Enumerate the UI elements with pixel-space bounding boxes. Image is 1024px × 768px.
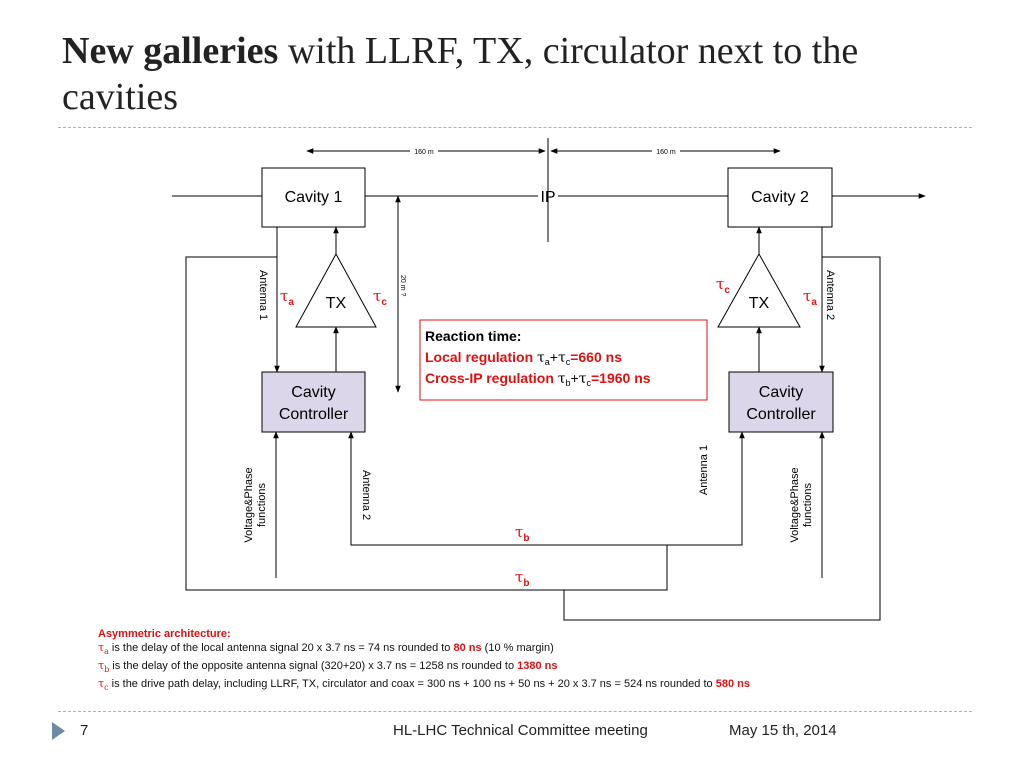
- slide-title: New galleries with LLRF, TX, circulator …: [62, 28, 982, 120]
- footer-date: May 15 th, 2014: [729, 722, 837, 739]
- ip-label: IP: [540, 189, 555, 206]
- controller-left-line2: Controller: [279, 406, 349, 423]
- tau-a-left: τa: [280, 287, 294, 308]
- architecture-notes: Asymmetric architecture: τa is the delay…: [98, 627, 918, 696]
- tau-c-right: τc: [716, 275, 730, 296]
- tau-c-left: τc: [373, 287, 387, 308]
- footer-meeting: HL-LHC Technical Committee meeting: [393, 722, 648, 739]
- gallery-diagram: 160 m 160 m IP Cavity 1 Cavity 2 20 m ? …: [172, 138, 926, 621]
- antenna1-cross-path-2: [185, 256, 667, 591]
- title-rest: with LLRF, TX, circulator next to the ca…: [62, 30, 859, 118]
- antenna1-left-label: Antenna 1: [257, 270, 269, 320]
- tau-b-lower: τb: [515, 568, 529, 589]
- antenna2-left-label: Antenna 2: [360, 470, 372, 520]
- tau-a-right: τa: [803, 287, 817, 308]
- controller-right-line1: Cavity: [759, 384, 803, 401]
- antenna2-cross-path: [350, 256, 881, 621]
- tau-b-upper: τb: [515, 523, 529, 544]
- footer-divider: [58, 711, 972, 712]
- notes-heading: Asymmetric architecture:: [98, 628, 231, 640]
- vp-left-line1: Voltage&Phase: [243, 467, 255, 542]
- antenna2-right-label: Antenna 2: [824, 270, 836, 320]
- vp-right-line2: functions: [802, 482, 814, 527]
- note-tau-b: τb is the delay of the opposite antenna …: [98, 659, 558, 675]
- tx-right-label: TX: [749, 295, 770, 312]
- note-tau-c: τc is the drive path delay, including LL…: [98, 677, 750, 693]
- page-number: 7: [80, 722, 89, 739]
- reaction-cross: Cross-IP regulation τb+τc=1960 ns: [425, 370, 651, 388]
- tx-left-label: TX: [326, 295, 347, 312]
- reaction-time-box: [419, 319, 708, 401]
- cavity-1-label: Cavity 1: [285, 189, 343, 206]
- note-tau-a: τa is the delay of the local antenna sig…: [98, 641, 554, 657]
- cavity-1-box: [261, 167, 366, 228]
- cavity-2-label: Cavity 2: [751, 189, 809, 206]
- title-bold: New galleries: [62, 30, 279, 72]
- dist-right-label: 160 m: [656, 149, 676, 156]
- controller-left-box: [261, 371, 366, 433]
- reaction-time-title: Reaction time:: [425, 328, 521, 344]
- controller-left-line1: Cavity: [291, 384, 335, 401]
- controller-right-line2: Controller: [746, 406, 816, 423]
- controller-right-box: [728, 371, 834, 433]
- vp-left-line2: functions: [256, 482, 268, 527]
- dist-left-label: 160 m: [414, 149, 434, 156]
- cavity-2-box: [727, 167, 833, 228]
- dist-vertical-label: 20 m ?: [399, 275, 406, 297]
- tx-right-triangle: [717, 252, 801, 328]
- vp-right-line1: Voltage&Phase: [789, 467, 801, 542]
- antenna1-right-label: Antenna 1: [698, 445, 710, 495]
- title-divider: [58, 127, 972, 128]
- tx-left-triangle: [295, 252, 377, 328]
- footer-arrow-icon: [52, 722, 65, 740]
- reaction-local: Local regulation τa+τc=660 ns: [425, 349, 622, 367]
